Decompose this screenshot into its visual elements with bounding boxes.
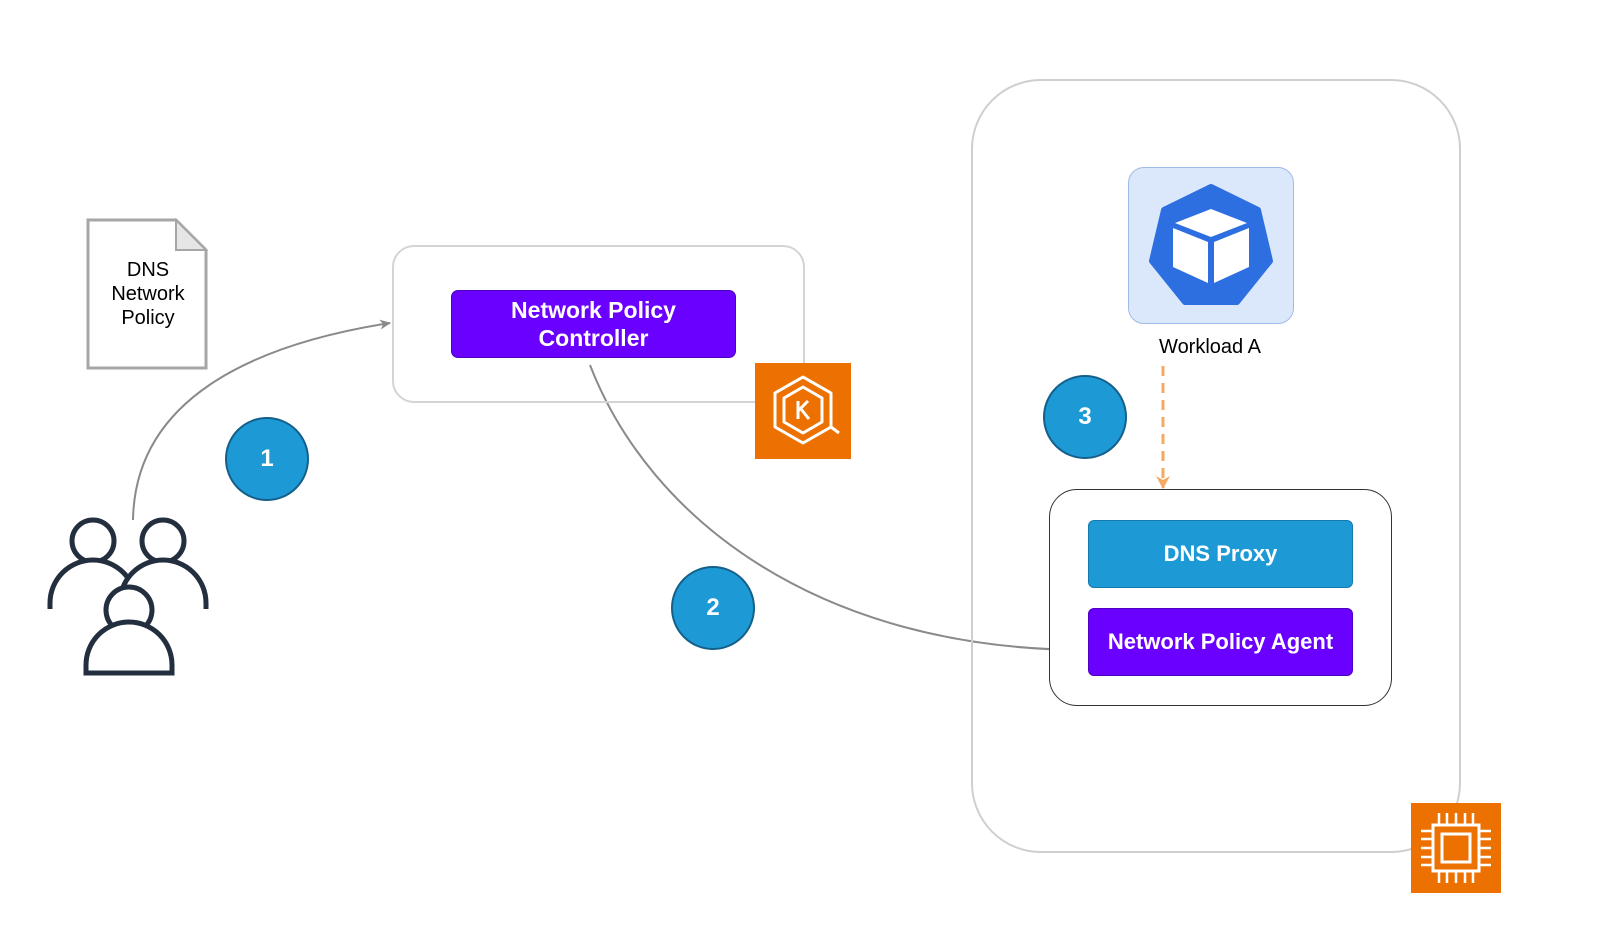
document-line-1: DNS [126,259,170,281]
controller-label-line-1: Network Policy [511,297,676,323]
dns-proxy[interactable]: DNS Proxy [1088,520,1353,588]
node-boundary [971,79,1461,853]
eks-kubernetes-icon [755,363,851,459]
step-2-badge: 2 [671,566,755,650]
document-line-3: Policy [121,307,175,329]
control-plane-panel [392,245,805,403]
step-3-badge: 3 [1043,375,1127,459]
network-policy-controller[interactable]: Network Policy Controller [451,290,736,358]
arrow-users-to-controller [132,319,391,521]
network-policy-agent[interactable]: Network Policy Agent [1088,608,1353,676]
kubernetes-pod-icon [1149,184,1273,305]
ec2-instance-chip-icon [1411,803,1501,893]
users-icon [47,517,209,676]
document-label: DNS Network Policy [88,258,208,330]
arrow-controller-to-agent [589,364,1088,655]
controller-label-line-2: Controller [538,325,649,351]
workload-label: Workload A [1159,336,1261,358]
step-1-badge: 1 [225,417,309,501]
document-icon [86,218,209,370]
document-line-2: Network [111,283,185,305]
